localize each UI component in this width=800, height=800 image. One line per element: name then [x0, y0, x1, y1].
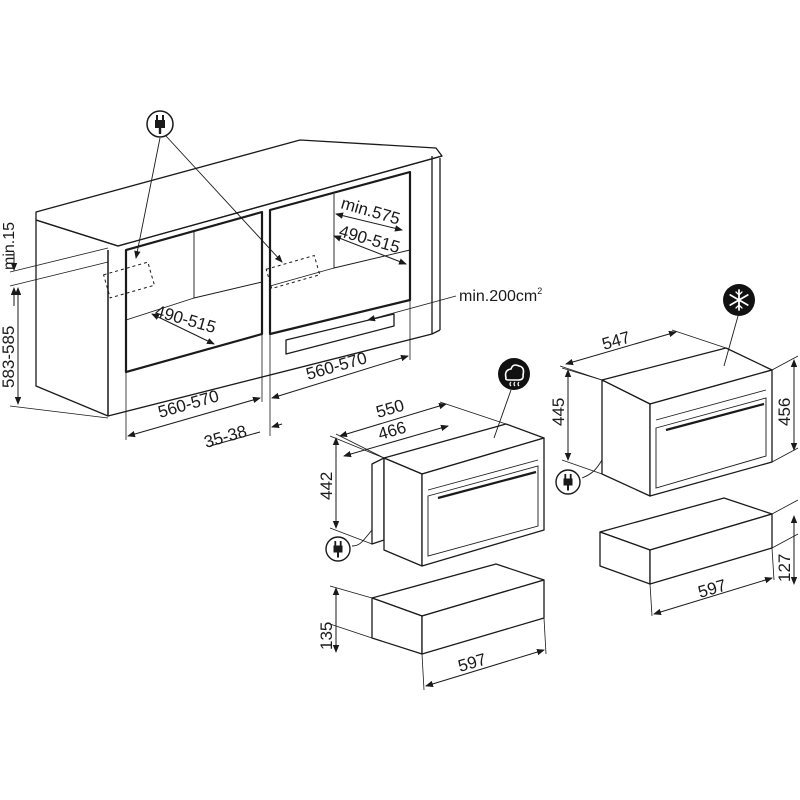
label-steam-drawer-width: 597 — [456, 650, 489, 676]
right-drawer-dimensions: 127 597 — [649, 499, 799, 617]
snowflake-icon — [723, 284, 755, 316]
steam-icon — [498, 358, 530, 390]
cabinet-left-side — [35, 220, 109, 417]
label-right-oven-height-side: 445 — [549, 398, 568, 426]
label-steam-drawer-height: 135 — [317, 622, 336, 650]
steam-oven-front — [421, 437, 545, 567]
label-right-drawer-width: 597 — [696, 576, 729, 602]
steam-drawer — [371, 563, 545, 655]
steam-oven — [325, 358, 545, 567]
label-vent-area: min.200cm2 — [459, 286, 542, 305]
vent-slot — [285, 313, 395, 355]
plug-icon — [146, 110, 174, 138]
right-electrical-box — [265, 254, 321, 290]
label-left-niche-depth: 490-515 — [153, 302, 218, 337]
label-left-niche-width: 560-570 — [156, 386, 221, 421]
label-right-oven-depth: 547 — [600, 328, 633, 354]
steam-oven-plug-icon — [325, 536, 351, 562]
right-drawer — [599, 497, 773, 585]
label-right-drawer-height: 127 — [775, 554, 794, 582]
steam-oven-dimensions: 550 466 442 — [317, 396, 507, 545]
cabinet — [35, 110, 443, 417]
label-min-gap: min.15 — [1, 222, 18, 270]
left-electrical-box — [102, 261, 156, 299]
label-side-offset: 35-38 — [202, 422, 249, 452]
label-cabinet-height: 583-585 — [0, 326, 18, 388]
countertop — [35, 139, 443, 247]
label-steam-oven-height: 442 — [317, 472, 336, 500]
label-steam-oven-inner-width: 466 — [376, 418, 409, 444]
label-right-oven-height-front: 456 — [775, 398, 794, 426]
right-oven — [555, 284, 773, 497]
right-oven-plug-icon — [555, 469, 581, 495]
